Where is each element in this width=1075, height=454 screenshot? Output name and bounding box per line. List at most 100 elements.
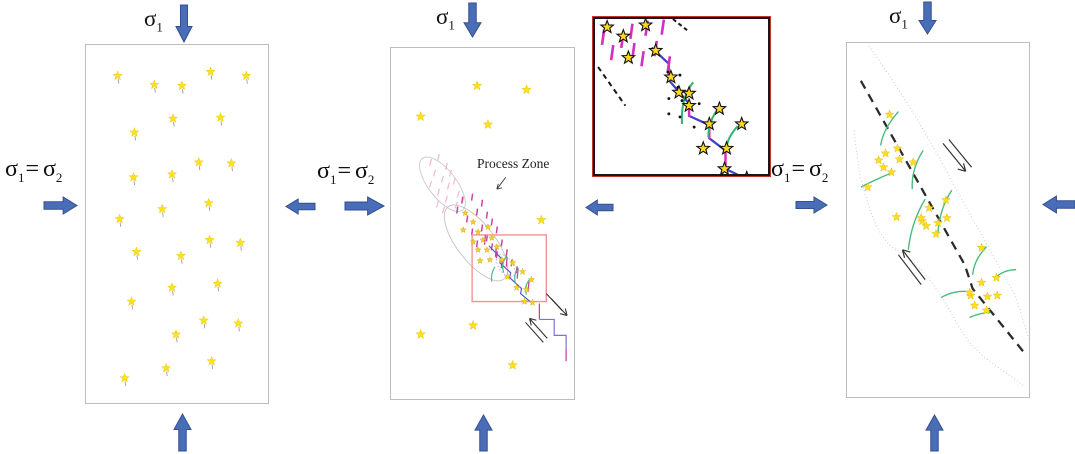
cluster-ae-star <box>477 258 483 264</box>
ae-event-star <box>885 110 894 118</box>
star-tail <box>131 304 134 310</box>
cluster-ae-star <box>485 224 491 230</box>
star-tail <box>238 326 240 332</box>
dashed-shear-plane <box>597 66 627 107</box>
cluster-ae-star <box>480 237 486 243</box>
magenta-microcrack <box>461 196 464 204</box>
specimen-panel-stage3 <box>846 42 1030 398</box>
star-tail <box>166 371 168 377</box>
magenta-microcrack <box>495 226 499 234</box>
shear-sense-arrow-lower <box>528 317 548 339</box>
inset-drawing <box>595 19 768 174</box>
sigma-subscript: 1 <box>783 169 791 185</box>
star-tail <box>162 212 164 217</box>
fault-ae-star <box>513 284 519 290</box>
pale-microcrack <box>444 195 448 203</box>
ae-event-star <box>169 114 178 123</box>
ae-event-star <box>537 215 546 224</box>
ae-event-star <box>234 319 243 328</box>
process-zone-outline-lower <box>443 204 509 282</box>
stress-arrow-down <box>175 4 193 44</box>
magenta-microcrack <box>505 249 508 257</box>
stress-arrow-up <box>925 413 944 452</box>
ae-event-star <box>468 320 477 329</box>
magenta-microcrack <box>490 218 494 226</box>
star-tail <box>133 180 136 186</box>
sigma1-label: σ1 <box>436 5 455 32</box>
fault-step-blue <box>539 318 567 349</box>
tensile-microcrack-bar <box>629 23 634 39</box>
specimen-panel-stage2: Process Zone <box>390 47 575 400</box>
damage-zone-boundary-upper <box>868 45 1029 340</box>
sigma1-label: σ1 <box>889 4 908 31</box>
ae-event-star <box>909 158 918 166</box>
ae-event-star <box>483 120 492 129</box>
ae-event-star <box>177 81 186 90</box>
wing-crack <box>680 81 694 125</box>
sigma-symbol: σ <box>42 156 56 182</box>
fault-ae-star <box>505 273 511 279</box>
star-tail <box>217 286 220 292</box>
microcrack-dot <box>692 125 696 129</box>
ae-event-star-outlined <box>622 51 635 63</box>
ae-event-star <box>205 235 214 244</box>
ae-event-star-outlined <box>697 142 710 154</box>
stress-arrow-left <box>285 198 316 215</box>
microcrack-dot <box>697 102 701 106</box>
microcrack-dot <box>678 115 682 119</box>
star-tail <box>136 255 138 260</box>
fault-ae-star <box>509 259 515 265</box>
pale-microcrack <box>437 188 440 196</box>
tensile-microcrack-bar <box>640 51 645 67</box>
ae-event-star <box>977 243 986 251</box>
cluster-ae-star <box>484 247 490 253</box>
confining-stress-label: σ1=σ2 <box>771 156 828 184</box>
stress-arrow-down <box>463 2 482 38</box>
ae-event-star <box>887 168 896 176</box>
tensile-microcrack-bar <box>609 44 615 61</box>
ae-event-star <box>970 301 979 309</box>
ae-event-star <box>892 212 901 220</box>
fault-cross-tick <box>505 256 508 267</box>
microcrack-dot <box>678 73 682 77</box>
ae-event-star <box>168 283 177 292</box>
ae-event-star <box>227 159 236 168</box>
star-tail <box>173 121 175 127</box>
panel3-drawing <box>853 45 1029 388</box>
pale-microcrack <box>429 158 433 166</box>
ae-event-star <box>199 316 208 325</box>
ae-event-star <box>162 363 171 372</box>
ae-event-star <box>977 278 986 286</box>
ae-event-star <box>213 279 222 288</box>
cluster-ae-star <box>460 227 466 233</box>
shear-sense-arrow-upper <box>942 143 967 172</box>
microcrack-dot <box>680 99 684 103</box>
ae-event-star <box>881 149 890 157</box>
magenta-microcrack <box>475 240 479 248</box>
sigma-symbol: σ <box>354 158 368 184</box>
fault-ae-star <box>529 299 535 305</box>
sigma1-label: σ1 <box>144 7 163 34</box>
star-tail <box>181 89 184 94</box>
ae-event-star <box>932 229 941 237</box>
star-tail <box>246 79 248 84</box>
stress-arrow-right <box>795 196 828 214</box>
microcrack-dot <box>667 112 671 116</box>
stress-arrow-right <box>43 196 78 215</box>
star-tail <box>198 165 201 171</box>
process-zone-pointer-arrow <box>496 176 507 190</box>
shear-sense-arrow-lower <box>897 254 922 285</box>
sigma-subscript: 2 <box>55 169 63 185</box>
magenta-microcrack <box>495 251 499 259</box>
magenta-microcrack <box>480 224 484 232</box>
microcrack-dot <box>666 70 670 74</box>
fault-ae-star <box>519 268 525 274</box>
fault-cross-tick <box>516 268 519 279</box>
ae-event-star <box>113 71 122 80</box>
sigma-symbol: σ <box>771 156 784 182</box>
ae-event-star <box>242 71 251 80</box>
cluster-ae-star <box>470 219 476 225</box>
ae-event-star <box>171 330 180 339</box>
stress-arrow-left <box>585 199 614 216</box>
